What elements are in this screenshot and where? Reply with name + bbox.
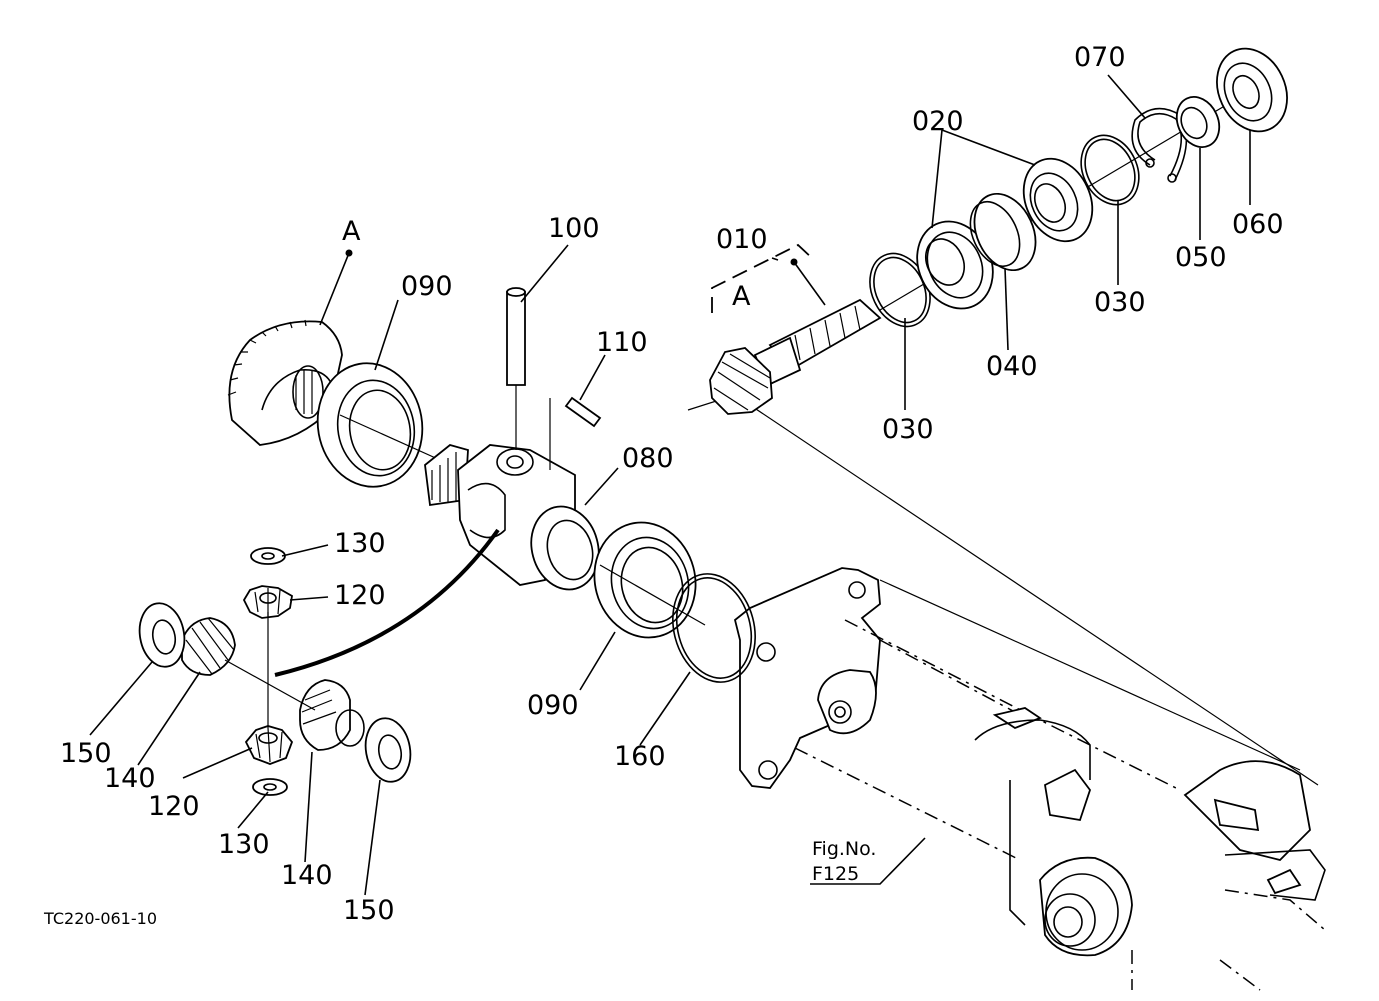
side-gear-140-right — [299, 679, 365, 751]
part-label-100: 100 — [548, 213, 600, 244]
bearing-020-upper — [1022, 157, 1094, 243]
part-label-090-upper: 090 — [401, 271, 453, 302]
o-ring-160 — [672, 573, 756, 683]
pinion-gear-120-lower — [244, 725, 294, 765]
section-marker-a-right-label: A — [732, 281, 751, 312]
washer-130-lower — [252, 778, 288, 796]
part-label-140-right: 140 — [281, 860, 333, 891]
thrust-washer-150-right — [364, 717, 412, 783]
snap-ring-070 — [1131, 107, 1188, 183]
section-marker-a-left-label: A — [342, 216, 361, 247]
section-marker-a-right: A — [711, 243, 826, 313]
part-label-030-lower: 030 — [882, 414, 934, 445]
drawing-code: TC220-061-10 — [43, 909, 157, 928]
part-label-110: 110 — [596, 327, 648, 358]
pin-100 — [506, 287, 526, 450]
bearing-090-upper — [316, 362, 441, 488]
nut-050 — [1175, 96, 1221, 148]
pin-110 — [549, 396, 602, 470]
ring-gear — [227, 319, 343, 446]
part-label-070: 070 — [1074, 42, 1126, 73]
part-label-090-lower: 090 — [527, 690, 579, 721]
part-label-050: 050 — [1175, 242, 1227, 273]
side-gear-140-left — [181, 617, 236, 676]
part-label-130-lower: 130 — [218, 829, 270, 860]
part-label-160: 160 — [614, 741, 666, 772]
thrust-washer-150-left — [138, 602, 186, 668]
part-label-060: 060 — [1232, 209, 1284, 240]
part-label-020: 020 — [912, 106, 964, 137]
part-label-120-lower: 120 — [148, 791, 200, 822]
part-label-150-right: 150 — [343, 895, 395, 926]
part-label-150-left: 150 — [60, 738, 112, 769]
washer-130-upper — [250, 547, 286, 565]
part-label-130-upper: 130 — [334, 528, 386, 559]
part-label-080: 080 — [622, 443, 674, 474]
figure-reference: Fig.No. F125 — [810, 837, 926, 885]
fig-ref-line1: Fig.No. — [812, 838, 876, 860]
part-label-040: 040 — [986, 351, 1038, 382]
axle-housing — [687, 394, 1326, 991]
oil-seal-060 — [1216, 47, 1288, 133]
leader-lines — [89, 74, 1251, 896]
differential-case — [424, 444, 600, 591]
part-labels: 070 020 010 060 050 030 040 030 100 090 … — [60, 42, 1284, 926]
part-label-120-upper: 120 — [334, 580, 386, 611]
spacer-040 — [969, 192, 1037, 272]
part-label-140-left: 140 — [104, 763, 156, 794]
bearing-090-lower — [593, 521, 706, 639]
assembly-leader — [274, 528, 500, 677]
bearing-020-lower — [916, 220, 994, 310]
section-marker-a-left: A — [319, 216, 361, 326]
part-label-030-upper: 030 — [1094, 287, 1146, 318]
ring-030-upper — [1080, 134, 1140, 206]
part-label-010: 010 — [716, 224, 768, 255]
fig-ref-line2: F125 — [812, 863, 859, 885]
